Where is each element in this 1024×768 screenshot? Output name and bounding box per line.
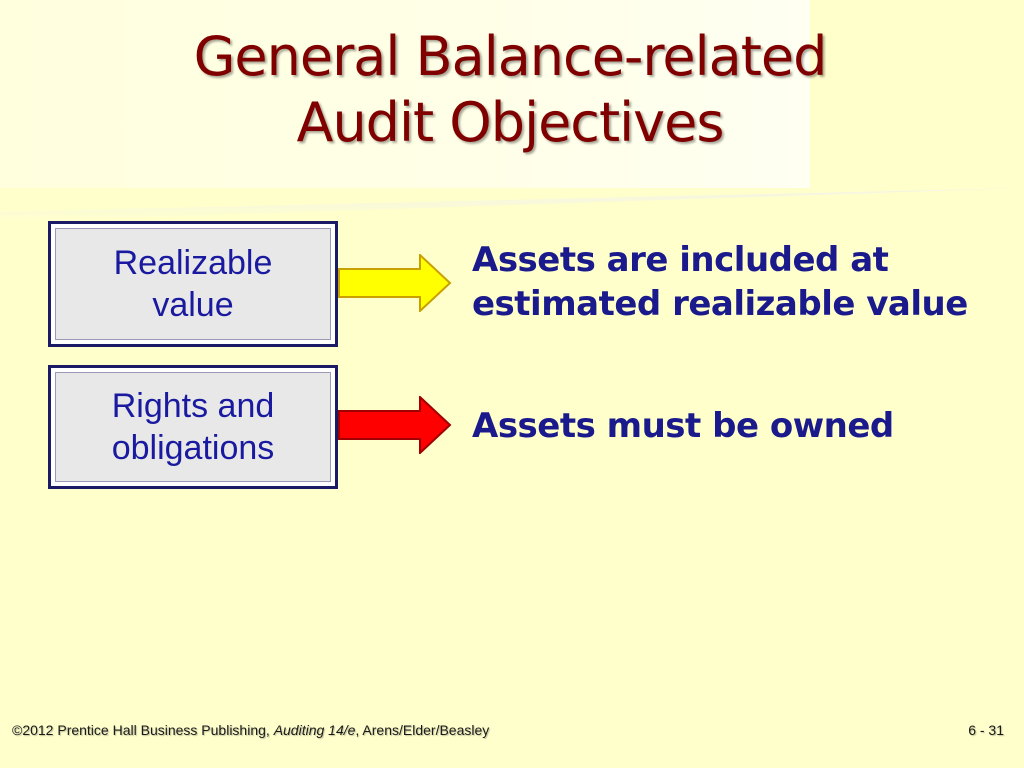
box-label-line-2: obligations [111,429,275,467]
objective-line-2: estimated realizable value [472,284,968,324]
box-label-line-1: Rights and [111,387,275,425]
title-line-2: Audit Objectives [296,91,725,154]
title-panel [0,0,810,188]
footer-authors: , Arens/Elder/Beasley [355,722,490,738]
footer-copyright: ©2012 Prentice Hall Business Publishing,… [12,722,489,738]
realizable-value-box: Realizable value [48,221,338,347]
box-label-line-1: Realizable [113,244,273,282]
arrow-shape [338,396,452,454]
title-line-1: General Balance-related [193,25,828,88]
slide-title: General Balance-related Audit Objectives [60,24,960,156]
red-arrow-icon [338,396,452,454]
title-divider [0,188,1024,222]
footer-copyright-text: ©2012 Prentice Hall Business Publishing, [12,722,274,738]
objective-realizable-value: Assets are included at estimated realiza… [472,238,968,326]
objective-line-1: Assets are included at [472,240,889,280]
rights-and-obligations-box: Rights and obligations [48,365,338,489]
arrow-shape [338,254,452,312]
objective-rights-and-obligations: Assets must be owned [472,404,894,448]
box-label-line-2: value [152,286,234,324]
page-number: 6 - 31 [968,722,1004,738]
objective-line-1: Assets must be owned [472,406,894,446]
yellow-arrow-icon [338,254,452,312]
footer-book-title: Auditing 14/e [273,722,356,738]
